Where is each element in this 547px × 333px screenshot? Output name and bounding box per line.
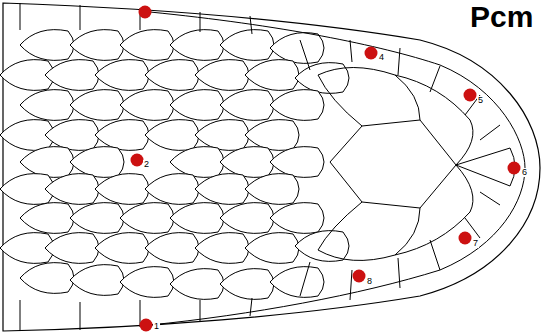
callout-number: 6 bbox=[521, 168, 528, 177]
callout-number: 2 bbox=[143, 160, 150, 169]
marker-dots bbox=[131, 6, 521, 332]
body-scales bbox=[0, 30, 349, 300]
callout-number: 1 bbox=[153, 322, 160, 331]
callout-number: 4 bbox=[378, 53, 385, 62]
callout-number: 5 bbox=[477, 96, 484, 105]
figure-title: Pcm bbox=[470, 2, 533, 32]
head-outline bbox=[3, 3, 540, 331]
callout-number: 8 bbox=[366, 277, 373, 286]
callout-number: 7 bbox=[472, 239, 479, 248]
head-shields bbox=[20, 3, 525, 331]
